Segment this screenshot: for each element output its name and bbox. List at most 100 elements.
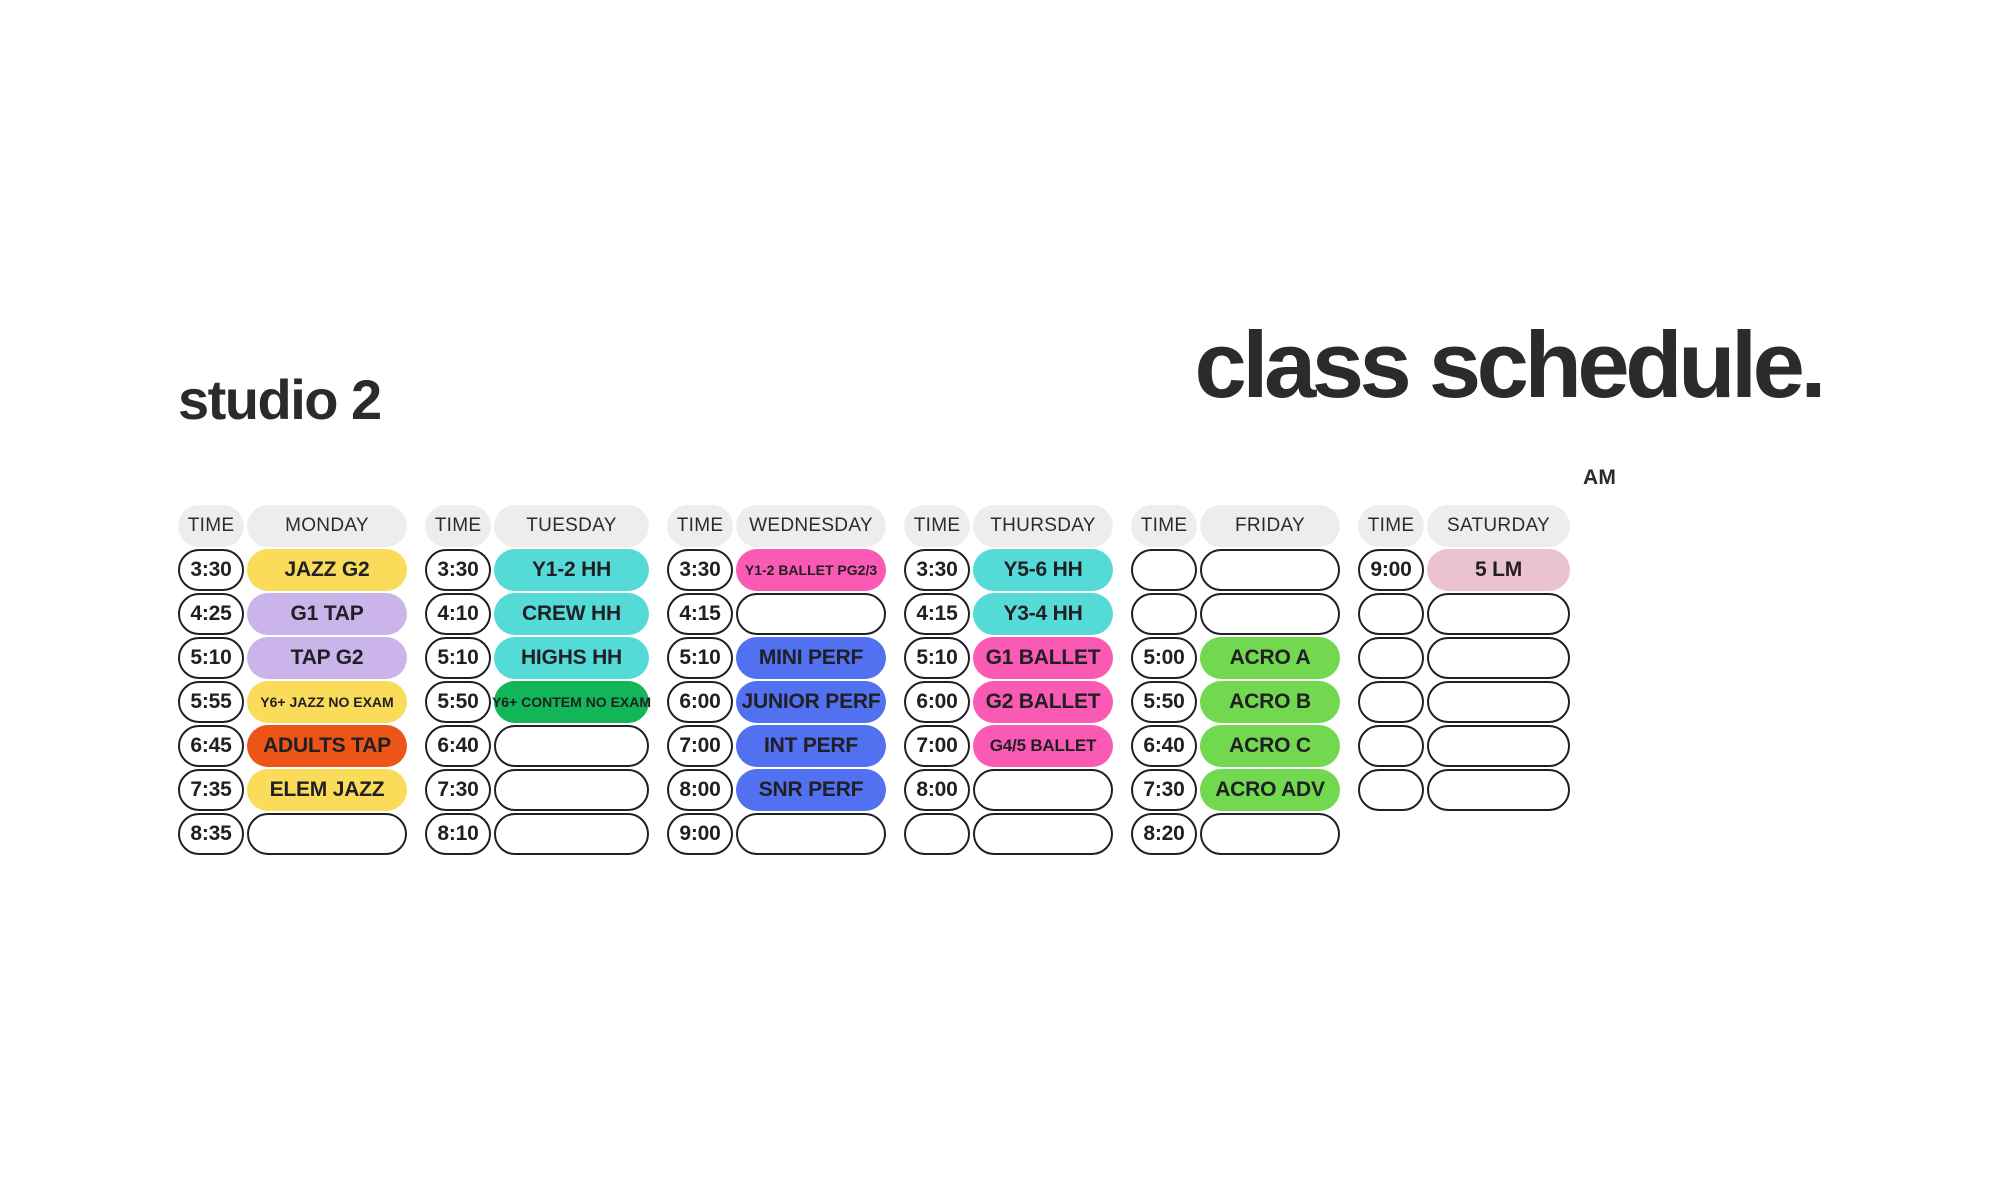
class-cell[interactable]: ADULTS TAP	[247, 725, 407, 767]
time-cell[interactable]: 6:40	[425, 725, 491, 767]
class-cell-empty[interactable]	[973, 769, 1113, 811]
time-cell[interactable]	[1358, 681, 1424, 723]
time-cell[interactable]: 5:50	[1131, 681, 1197, 723]
page-title: class schedule.	[1194, 312, 1827, 417]
time-cell[interactable]	[904, 813, 970, 855]
day-header-friday: FRIDAY	[1200, 505, 1340, 547]
time-cell[interactable]: 6:40	[1131, 725, 1197, 767]
class-cell[interactable]: 5 LM	[1427, 549, 1570, 591]
class-cell-empty[interactable]	[1427, 681, 1570, 723]
time-cell[interactable]: 7:30	[425, 769, 491, 811]
time-cell[interactable]: 8:00	[904, 769, 970, 811]
class-cell-empty[interactable]	[494, 725, 649, 767]
class-cell[interactable]: MINI PERF	[736, 637, 886, 679]
class-cell-empty[interactable]	[1427, 593, 1570, 635]
time-cell[interactable]	[1358, 637, 1424, 679]
class-cell-empty[interactable]	[1200, 593, 1340, 635]
time-cell[interactable]: 5:10	[425, 637, 491, 679]
class-cell-empty[interactable]	[1427, 769, 1570, 811]
class-cell[interactable]: JUNIOR PERF	[736, 681, 886, 723]
class-cell[interactable]: G1 BALLET	[973, 637, 1113, 679]
class-cell-empty[interactable]	[494, 813, 649, 855]
time-cell[interactable]: 7:35	[178, 769, 244, 811]
class-cell-empty[interactable]	[736, 593, 886, 635]
class-cell-empty[interactable]	[1200, 813, 1340, 855]
time-cell[interactable]: 3:30	[667, 549, 733, 591]
class-cell[interactable]: Y1-2 BALLET PG2/3	[736, 549, 886, 591]
class-cell-empty[interactable]	[247, 813, 407, 855]
class-cell[interactable]: G4/5 BALLET	[973, 725, 1113, 767]
class-cell-empty[interactable]	[1427, 725, 1570, 767]
class-cell-empty[interactable]	[736, 813, 886, 855]
time-cell[interactable]: 3:30	[178, 549, 244, 591]
time-cell[interactable]: 5:10	[667, 637, 733, 679]
class-cell[interactable]: Y1-2 HH	[494, 549, 649, 591]
class-cell-empty[interactable]	[973, 813, 1113, 855]
time-cell[interactable]: 7:30	[1131, 769, 1197, 811]
time-cell[interactable]	[1358, 725, 1424, 767]
class-cell-empty[interactable]	[494, 769, 649, 811]
time-cell[interactable]: 9:00	[667, 813, 733, 855]
time-cell[interactable]: 5:10	[178, 637, 244, 679]
class-cell[interactable]: INT PERF	[736, 725, 886, 767]
class-cell[interactable]: CREW HH	[494, 593, 649, 635]
time-cell[interactable]: 6:00	[667, 681, 733, 723]
day-header-monday: MONDAY	[247, 505, 407, 547]
class-cell[interactable]: HIGHS HH	[494, 637, 649, 679]
time-cell[interactable]: 3:30	[425, 549, 491, 591]
time-cell[interactable]: 5:10	[904, 637, 970, 679]
class-cell[interactable]: JAZZ G2	[247, 549, 407, 591]
studio-label: studio 2	[178, 368, 382, 431]
time-cell[interactable]: 5:50	[425, 681, 491, 723]
time-cell[interactable]	[1131, 593, 1197, 635]
time-cell[interactable]: 3:30	[904, 549, 970, 591]
class-cell[interactable]: ELEM JAZZ	[247, 769, 407, 811]
time-header-monday: TIME	[178, 505, 244, 547]
time-cell[interactable]	[1358, 593, 1424, 635]
time-cell[interactable]: 7:00	[904, 725, 970, 767]
time-header-tuesday: TIME	[425, 505, 491, 547]
time-cell[interactable]: 8:35	[178, 813, 244, 855]
class-cell[interactable]: Y3-4 HH	[973, 593, 1113, 635]
time-cell[interactable]: 9:00	[1358, 549, 1424, 591]
time-cell[interactable]: 4:15	[667, 593, 733, 635]
time-cell[interactable]: 5:55	[178, 681, 244, 723]
time-cell[interactable]: 5:00	[1131, 637, 1197, 679]
class-cell[interactable]: SNR PERF	[736, 769, 886, 811]
class-cell[interactable]: Y6+ JAZZ NO EXAM	[247, 681, 407, 723]
class-cell[interactable]: ACRO B	[1200, 681, 1340, 723]
time-cell[interactable]: 4:10	[425, 593, 491, 635]
time-cell[interactable]: 8:10	[425, 813, 491, 855]
time-cell[interactable]: 4:25	[178, 593, 244, 635]
class-cell-empty[interactable]	[1427, 637, 1570, 679]
time-cell[interactable]: 7:00	[667, 725, 733, 767]
time-cell[interactable]	[1131, 549, 1197, 591]
class-cell[interactable]: G2 BALLET	[973, 681, 1113, 723]
time-cell[interactable]: 6:45	[178, 725, 244, 767]
class-cell[interactable]: ACRO C	[1200, 725, 1340, 767]
class-cell[interactable]: ACRO A	[1200, 637, 1340, 679]
time-cell[interactable]: 4:15	[904, 593, 970, 635]
class-cell[interactable]: TAP G2	[247, 637, 407, 679]
time-cell[interactable]: 8:20	[1131, 813, 1197, 855]
time-cell[interactable]: 6:00	[904, 681, 970, 723]
class-cell[interactable]: Y6+ CONTEM NO EXAM	[492, 681, 651, 723]
class-cell[interactable]: Y5-6 HH	[973, 549, 1113, 591]
time-cell[interactable]	[1358, 769, 1424, 811]
time-cell[interactable]: 8:00	[667, 769, 733, 811]
class-cell[interactable]: ACRO ADV	[1200, 769, 1340, 811]
class-cell-empty[interactable]	[1200, 549, 1340, 591]
class-cell[interactable]: G1 TAP	[247, 593, 407, 635]
